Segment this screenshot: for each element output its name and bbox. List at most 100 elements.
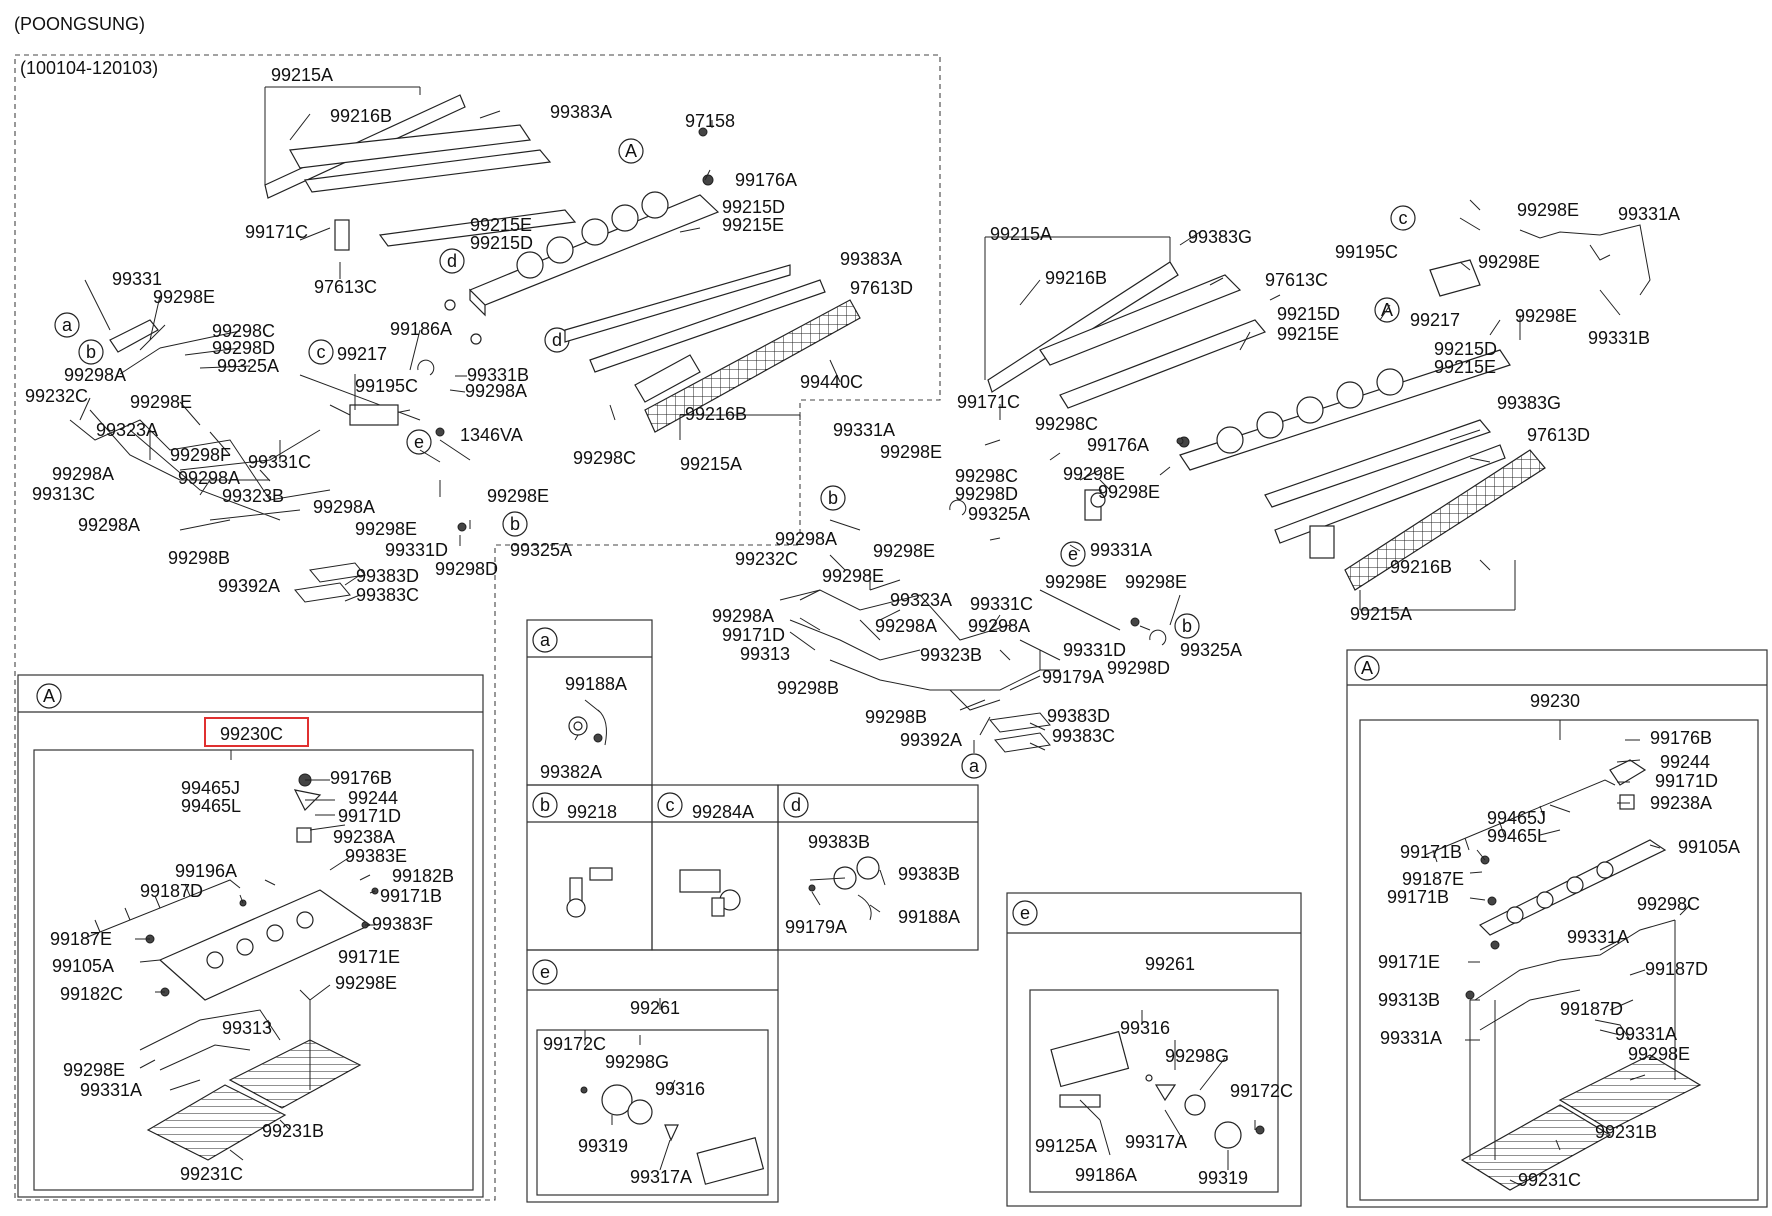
marker-circle-c-sub: c [657, 792, 683, 818]
part-label: 99171B [1400, 842, 1462, 862]
part-label: 99105A [1678, 837, 1740, 857]
part-label-highlighted: 99230C [220, 724, 283, 744]
part-label: 99313B [1378, 990, 1440, 1010]
svg-text:b: b [540, 795, 550, 815]
part-label: 99298B [865, 707, 927, 727]
part-label: 99171D [338, 806, 401, 826]
marker-circle-e-sub-left: e [532, 959, 558, 985]
part-label: 99383C [1052, 726, 1115, 746]
part-label: 99171C [957, 392, 1020, 412]
part-label: 99316 [1120, 1018, 1170, 1038]
part-label: 99319 [578, 1136, 628, 1156]
part-label: 99187D [140, 881, 203, 901]
svg-text:c: c [317, 342, 326, 362]
part-label: 99186A [1075, 1165, 1137, 1185]
part-label: 99172C [1230, 1081, 1293, 1101]
part-label: 99298A [712, 606, 774, 626]
part-label: 99171E [1378, 952, 1440, 972]
part-label: 99298C [212, 321, 275, 341]
part-label: 99323A [890, 590, 952, 610]
part-label: 99383D [1047, 706, 1110, 726]
part-label: 99215E [1277, 324, 1339, 344]
condenser-core-right-2 [1558, 1054, 1702, 1131]
part-label: 99323B [222, 486, 284, 506]
part-label: 99216B [1390, 557, 1452, 577]
sub-c-drawing [679, 869, 741, 917]
part-label: 99465L [1487, 826, 1547, 846]
part-label: 99176A [735, 170, 797, 190]
part-label: 99440C [800, 372, 863, 392]
part-label: 99331D [1063, 640, 1126, 660]
svg-text:b: b [510, 514, 520, 534]
part-label: 99298C [955, 466, 1018, 486]
part-label: 99230 [1530, 691, 1580, 711]
sub-e-right-drawing [1050, 1030, 1265, 1149]
part-label: 99298D [955, 484, 1018, 504]
part-label: 99313 [222, 1018, 272, 1038]
part-label: 99125A [1035, 1136, 1097, 1156]
part-label: 99383A [550, 102, 612, 122]
part-label: 99217 [1410, 310, 1460, 330]
part-label: 99231B [262, 1121, 324, 1141]
svg-text:b: b [1182, 616, 1192, 636]
part-label: 99215D [1434, 339, 1497, 359]
part-label: 99188A [565, 674, 627, 694]
part-label: 99298C [1637, 894, 1700, 914]
variant-dashed-frame [14, 54, 941, 1201]
part-label: 99218 [567, 802, 617, 822]
marker-circle-d-left-1: d [439, 248, 465, 274]
part-label: 99179A [785, 917, 847, 937]
part-label: 99171D [1655, 771, 1718, 791]
part-label: 99176A [1087, 435, 1149, 455]
part-label: 99215A [680, 454, 742, 474]
part-label: 99298E [1478, 252, 1540, 272]
part-label: 99284A [692, 802, 754, 822]
condenser-core-left-2 [228, 1039, 362, 1109]
part-label: 97613C [1265, 270, 1328, 290]
part-label: 99383B [808, 832, 870, 852]
part-label: 99172C [543, 1034, 606, 1054]
box-a-right-labels: 99230 99176B 99244 99171D 99238A 99465J … [1378, 691, 1740, 1190]
part-label: 99298A [78, 515, 140, 535]
part-label: 99215D [722, 197, 785, 217]
part-label: 99298A [52, 464, 114, 484]
part-label: 99171B [1387, 887, 1449, 907]
part-label: 99313 [740, 644, 790, 664]
marker-circle-b-right-1: b [820, 485, 846, 511]
part-label: 97613D [850, 278, 913, 298]
condenser-core-left-1 [146, 1084, 287, 1161]
part-label: 99298D [212, 338, 275, 358]
condenser-grid [644, 299, 861, 433]
part-label: 99331A [833, 420, 895, 440]
part-label: 99231B [1595, 1122, 1657, 1142]
part-label: 99298E [63, 1060, 125, 1080]
part-label: 99298E [1045, 572, 1107, 592]
part-label: 99179A [1042, 667, 1104, 687]
box-a-left-labels: 99230C 99465J 99465L 99176B 99244 99171D… [50, 724, 454, 1184]
marker-circle-c-left: c [308, 339, 334, 365]
part-label: 99261 [630, 998, 680, 1018]
part-label: 99187D [1645, 959, 1708, 979]
part-label: 99465J [1487, 808, 1546, 828]
marker-circle-a-left: a [54, 312, 80, 338]
part-label: 99316 [655, 1079, 705, 1099]
part-label: 99215A [271, 65, 333, 85]
part-label: 99298A [64, 365, 126, 385]
part-label: 99187D [1560, 999, 1623, 1019]
part-label: 99298C [573, 448, 636, 468]
marker-circle-d-sub: d [783, 792, 809, 818]
part-label: 99331A [1380, 1028, 1442, 1048]
part-label: 99298A [968, 616, 1030, 636]
part-label: 99298E [355, 519, 417, 539]
part-label: 99298E [1063, 464, 1125, 484]
top-left-labels: 99215A 99216B 99383A 97158 99176A 99215D… [25, 65, 913, 605]
part-label: 99176B [1650, 728, 1712, 748]
part-label: 99331B [467, 365, 529, 385]
part-label: 99171B [380, 886, 442, 906]
part-label: 99331A [1567, 927, 1629, 947]
part-label: 99216B [685, 404, 747, 424]
part-label: 99105A [52, 956, 114, 976]
part-label: 99244 [1660, 752, 1710, 772]
